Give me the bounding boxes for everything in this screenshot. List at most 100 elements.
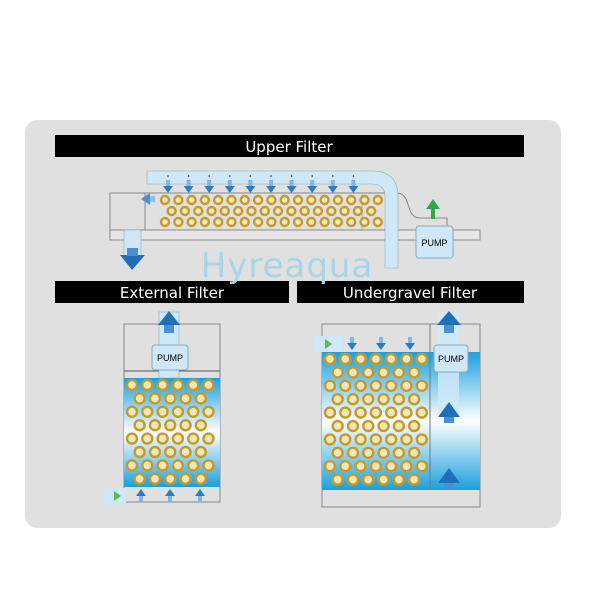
gravel-ring <box>385 379 398 392</box>
gravel-ring <box>171 459 185 472</box>
gravel-ring <box>148 392 162 405</box>
gravel-ring <box>226 194 237 206</box>
undergravel-filter-title-bar: Undergravel Filter <box>297 281 524 303</box>
gravel-ring <box>400 433 413 446</box>
gravel-ring <box>415 379 428 392</box>
up-arrow-icon <box>165 489 175 496</box>
gravel-ring <box>179 392 192 405</box>
gravel-ring <box>194 445 208 459</box>
upper-filter-title-bar: Upper Filter <box>55 135 524 157</box>
gravel-ring <box>194 392 208 405</box>
gravel-ring <box>266 216 277 228</box>
gravel-ring <box>400 460 413 473</box>
gravel-ring <box>339 352 352 366</box>
gravel-ring <box>400 379 413 392</box>
down-arrow-icon <box>204 186 215 193</box>
gravel-ring <box>156 459 169 472</box>
down-arrow-icon <box>286 186 297 193</box>
gravel-ring <box>369 460 383 473</box>
gravel-ring <box>148 445 162 459</box>
gravel-ring <box>199 216 211 228</box>
gravel-ring <box>362 473 375 486</box>
pump-label: PUMP <box>157 353 183 363</box>
gravel-ring <box>354 460 367 473</box>
gravel-ring <box>377 446 390 459</box>
gravel-ring <box>331 393 344 406</box>
gravel-ring <box>186 216 197 228</box>
gravel-ring <box>226 216 237 228</box>
gravel-ring <box>259 205 270 217</box>
down-arrow-icon <box>327 186 338 193</box>
gravel-ring <box>332 216 344 228</box>
gravel-ring <box>339 379 352 392</box>
drip-dot <box>270 175 272 177</box>
undergravel-pump: PUMP <box>433 344 469 373</box>
gravel-ring <box>415 433 428 446</box>
gravel-ring <box>166 205 177 217</box>
gravel-ring <box>194 419 208 432</box>
gravel-ring <box>239 194 251 206</box>
external-pump: PUMP <box>151 344 189 371</box>
gravel-ring <box>133 419 146 432</box>
gravel-ring <box>323 379 337 392</box>
gravel-ring <box>323 433 337 446</box>
flow-arrow-stem <box>289 180 294 186</box>
gravel-ring <box>202 378 215 392</box>
flow-arrow-stem <box>186 180 191 186</box>
flow-arrow-stem <box>227 180 232 186</box>
gravel-ring <box>377 419 390 433</box>
drip-dot <box>229 175 231 177</box>
gravel-ring <box>266 194 277 206</box>
gravel-ring <box>385 406 398 419</box>
gravel-ring <box>133 392 146 405</box>
gravel-ring <box>164 392 177 405</box>
gravel-ring <box>239 216 251 228</box>
green-inlet-arrow-icon <box>325 339 332 349</box>
flow-arrow-stem <box>330 180 335 186</box>
gravel-ring <box>306 194 317 206</box>
down-arrow-icon <box>163 186 173 193</box>
gravel-ring <box>252 216 264 228</box>
gravel-ring <box>232 205 244 217</box>
gravel-ring <box>346 194 357 206</box>
gravel-ring <box>331 366 344 379</box>
down-arrow-icon <box>376 343 386 350</box>
gravel-ring <box>415 406 428 419</box>
gravel-ring <box>331 473 344 486</box>
left-flow-arrow-icon <box>141 193 150 205</box>
gravel-ring <box>246 205 257 217</box>
gravel-ring <box>362 419 375 433</box>
green-inlet-arrow-icon <box>114 491 121 501</box>
gravel-ring <box>372 216 383 228</box>
gravel-ring <box>346 216 357 228</box>
flow-arrow-stem <box>269 180 273 186</box>
gravel-ring <box>133 445 146 459</box>
gravel-ring <box>173 194 184 206</box>
down-arrow-icon <box>347 343 357 350</box>
gravel-ring <box>299 205 310 217</box>
gravel-ring <box>400 352 413 366</box>
gravel-ring <box>362 446 375 459</box>
gravel-ring <box>186 432 200 445</box>
gravel-ring <box>148 419 162 432</box>
gravel-ring <box>125 459 139 472</box>
gravel-ring <box>125 432 139 445</box>
gravel-ring <box>202 459 215 472</box>
flow-arrow-stem <box>198 496 202 502</box>
down-arrow-icon <box>183 186 194 193</box>
gravel-ring <box>354 433 367 446</box>
external-filter-title-bar: External Filter <box>55 281 289 303</box>
gravel-ring <box>193 205 204 217</box>
gravel-ring <box>359 194 370 206</box>
gravel-ring <box>179 472 192 485</box>
gravel-ring <box>312 205 324 217</box>
gravel-ring <box>323 406 337 419</box>
drip-dot <box>187 175 190 177</box>
gravel-ring <box>385 352 398 366</box>
gravel-ring <box>125 378 139 392</box>
gravel-ring <box>319 216 330 228</box>
flow-arrow-stem <box>248 180 253 186</box>
gravel-ring <box>202 432 215 445</box>
gravel-ring <box>252 194 264 206</box>
